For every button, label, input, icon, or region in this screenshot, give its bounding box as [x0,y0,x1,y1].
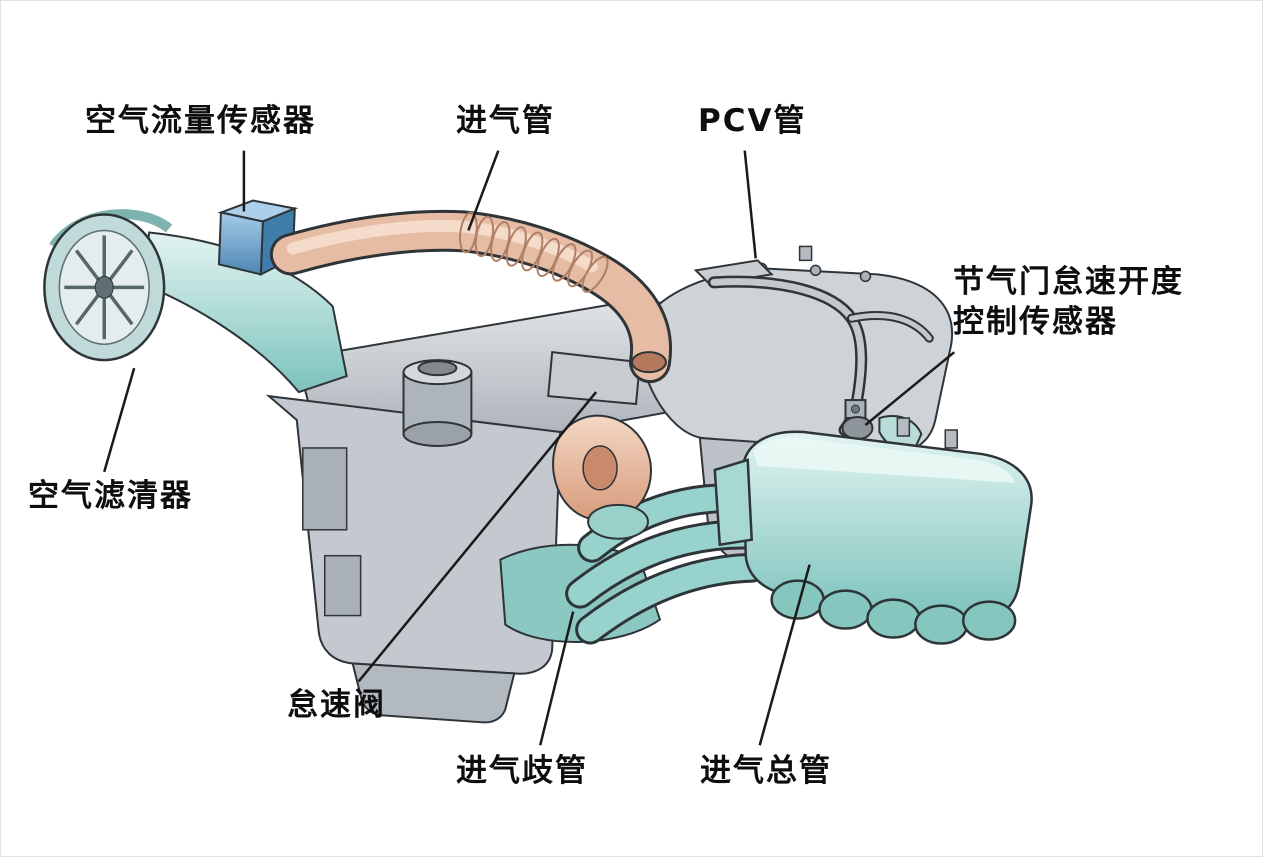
leader-air-cleaner [103,367,136,473]
leader-intake-pipe [467,150,500,231]
leader-lines [103,150,956,746]
label-intake-pipe: 进气管 [456,103,555,139]
leader-intake-plenum [758,564,811,746]
label-throttle-idle-sensor: 节气门怠速开度 控制传感器 [953,264,1184,341]
label-intake-runner: 进气歧管 [456,753,588,789]
label-pcv-pipe: PCV管 [698,103,807,139]
leader-idle-valve [357,391,598,683]
intake-plenum [713,417,1033,645]
air-cleaner [43,209,348,394]
throttle-body [547,351,652,540]
label-intake-plenum: 进气总管 [700,753,832,789]
leader-intake-runner [539,611,575,746]
intake-hose [269,209,672,384]
leader-throttle-idle-sensor [864,351,956,426]
leader-pcv-pipe [743,150,757,259]
canister [402,359,473,447]
label-air-cleaner: 空气滤清器 [28,478,193,514]
label-idle-valve: 怠速阀 [287,687,386,723]
label-air-flow-sensor: 空气流量传感器 [85,103,316,139]
